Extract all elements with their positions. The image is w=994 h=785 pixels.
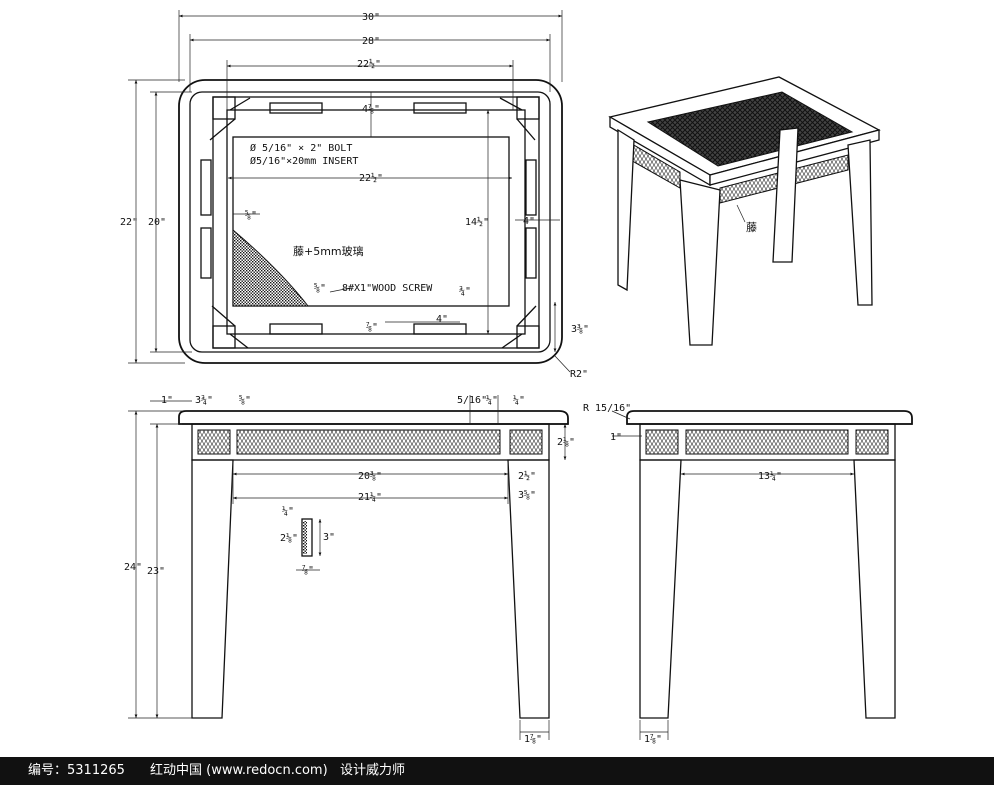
dim-28: 28" bbox=[362, 36, 380, 47]
front-dim-1-7-8: 1⅞" bbox=[524, 733, 542, 745]
dim-22-half-inner: 22½" bbox=[359, 172, 383, 184]
dim-4-bottom: 4" bbox=[436, 314, 448, 325]
dim-3-3-8: 3⅜" bbox=[571, 323, 589, 335]
side-top-board bbox=[626, 410, 913, 425]
dim-30: 30" bbox=[362, 12, 380, 23]
front-dim-23: 23" bbox=[147, 566, 165, 577]
rattan-glass-note: 藤+5mm玻璃 bbox=[293, 244, 364, 258]
plan-view bbox=[178, 79, 571, 373]
rattan-hatch bbox=[232, 228, 310, 307]
section-dim-2-1-8: 2⅛" bbox=[280, 532, 298, 544]
rattan-label: 藤 bbox=[746, 221, 757, 234]
dim-4-right: 4" bbox=[523, 216, 535, 227]
technical-drawing: 30" 28" 22½" 4⅞" Ø 5/16" × 2" BOLT Ø5/16… bbox=[120, 10, 913, 745]
dim-14-half: 14½" bbox=[465, 216, 489, 228]
front-dim-21-1-4: 21¼" bbox=[358, 491, 382, 503]
front-dim-5-8: ⅝" bbox=[239, 394, 251, 406]
radius-2: R2" bbox=[570, 369, 588, 380]
front-dimensions bbox=[128, 395, 567, 740]
dim-3-4: ¾" bbox=[459, 285, 471, 297]
watermark-footer: 编号：5311265 红动中国 (www.redocn.com) 设计威力师 bbox=[0, 757, 994, 785]
side-dim-1: 1" bbox=[610, 432, 622, 443]
footer-site: 红动中国 (www.redocn.com) bbox=[150, 763, 328, 778]
dim-7-8: ⅞" bbox=[366, 321, 378, 333]
plan-labels: 30" 28" 22½" 4⅞" Ø 5/16" × 2" BOLT Ø5/16… bbox=[120, 12, 589, 380]
insert-note: Ø5/16"×20mm INSERT bbox=[250, 155, 358, 167]
dim-5-8-mid: ⅝" bbox=[314, 282, 326, 294]
front-dim-20-3-8: 20⅜" bbox=[358, 470, 382, 482]
front-dim-3-5-8: 3⅝" bbox=[518, 489, 536, 501]
front-labels: 1" 3¾" ⅝" 5/16" ¼" ¼" 2⅛" 20⅜" 2½" 21¼" … bbox=[124, 394, 575, 745]
side-radius-15-16: R 15/16" bbox=[583, 403, 631, 414]
bolt-note: Ø 5/16" × 2" BOLT bbox=[250, 142, 352, 154]
front-dim-2-1-8: 2⅛" bbox=[557, 436, 575, 448]
front-elevation bbox=[178, 410, 569, 719]
section-detail bbox=[301, 518, 313, 557]
front-top-board bbox=[178, 410, 569, 425]
dim-5-8-left: ⅝" bbox=[245, 209, 257, 221]
side-right-leg bbox=[853, 459, 896, 719]
front-dim-3-3-4: 3¾" bbox=[195, 394, 213, 406]
section-dim-3: 3" bbox=[323, 532, 335, 543]
plan-dimensions bbox=[128, 10, 563, 364]
perspective-view bbox=[608, 76, 881, 346]
side-labels: R 15/16" 1" 13¼" 1⅞" bbox=[583, 403, 782, 745]
section-dim-7-8: ⅞" bbox=[302, 564, 314, 576]
side-elevation bbox=[611, 410, 913, 740]
side-left-leg bbox=[639, 459, 682, 719]
front-right-leg bbox=[507, 459, 550, 719]
section-dim-1-4: ¼" bbox=[282, 505, 294, 517]
front-dim-5-16: 5/16" bbox=[457, 395, 487, 406]
perspective-mesh bbox=[646, 91, 854, 167]
front-dim-2-1-2: 2½" bbox=[518, 470, 536, 482]
front-dim-24: 24" bbox=[124, 562, 142, 573]
side-dim-13-1-4: 13¼" bbox=[758, 470, 782, 482]
front-dim-1-4-b: ¼" bbox=[513, 394, 525, 406]
front-left-leg bbox=[191, 459, 234, 719]
dim-4-7-8: 4⅞" bbox=[362, 103, 380, 115]
table-top-outline bbox=[178, 79, 563, 364]
wood-screw-note: 8#X1"WOOD SCREW bbox=[342, 283, 433, 294]
footer-designer: 设计威力师 bbox=[340, 763, 406, 778]
dim-22: 22" bbox=[120, 217, 138, 228]
side-dim-1-7-8: 1⅞" bbox=[644, 733, 662, 745]
front-dim-1-4-a: ¼" bbox=[486, 394, 498, 406]
footer-id: 编号：5311265 bbox=[28, 763, 125, 778]
dim-22-half-top: 22½" bbox=[357, 58, 381, 70]
front-dim-1: 1" bbox=[161, 395, 173, 406]
dim-20: 20" bbox=[148, 217, 166, 228]
